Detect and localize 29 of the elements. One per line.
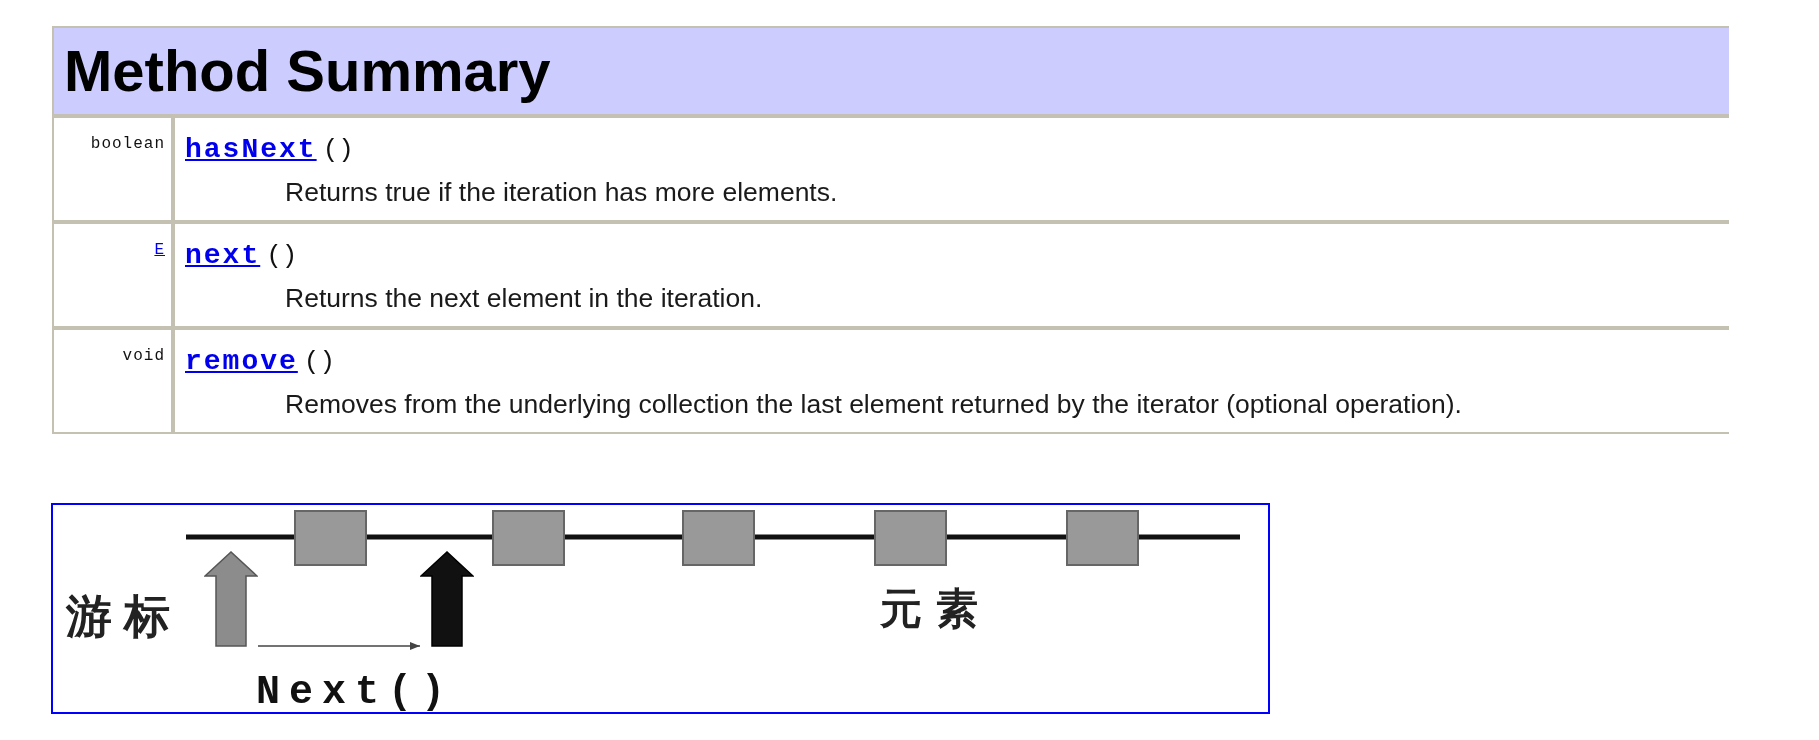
return-type: void	[122, 347, 165, 365]
connector-line	[755, 534, 874, 540]
method-description: Returns true if the iteration has more elements.	[285, 176, 838, 208]
element-box	[294, 510, 367, 566]
method-link: remove	[185, 346, 298, 377]
connector-line	[565, 534, 682, 540]
method-description: Returns the next element in the iteration.	[285, 282, 763, 314]
up-arrow	[204, 551, 258, 647]
parameter-list: ()	[322, 135, 354, 165]
connector-line	[947, 534, 1066, 540]
cursor-label: 游标	[66, 593, 182, 639]
element-box	[1066, 510, 1139, 566]
return-type: boolean	[90, 135, 165, 153]
parameter-list: ()	[303, 347, 336, 377]
parameter-list: ()	[266, 241, 298, 271]
up-arrow	[420, 551, 474, 647]
connector-line	[186, 534, 294, 540]
element-box	[682, 510, 755, 566]
connector-line	[1139, 534, 1240, 540]
element-box	[492, 510, 565, 566]
method-description: Removes from the underlying collection the last element returned by the iterator (optional operation).	[285, 388, 1462, 420]
arrow	[257, 642, 421, 650]
table-title: Method Summary	[52, 26, 1729, 116]
element-label: 元素	[880, 588, 992, 630]
element-box	[874, 510, 947, 566]
method-link: hasNext	[185, 134, 317, 165]
method-link: next	[185, 240, 261, 271]
type-link: E	[154, 241, 165, 259]
connector-line	[367, 534, 492, 540]
